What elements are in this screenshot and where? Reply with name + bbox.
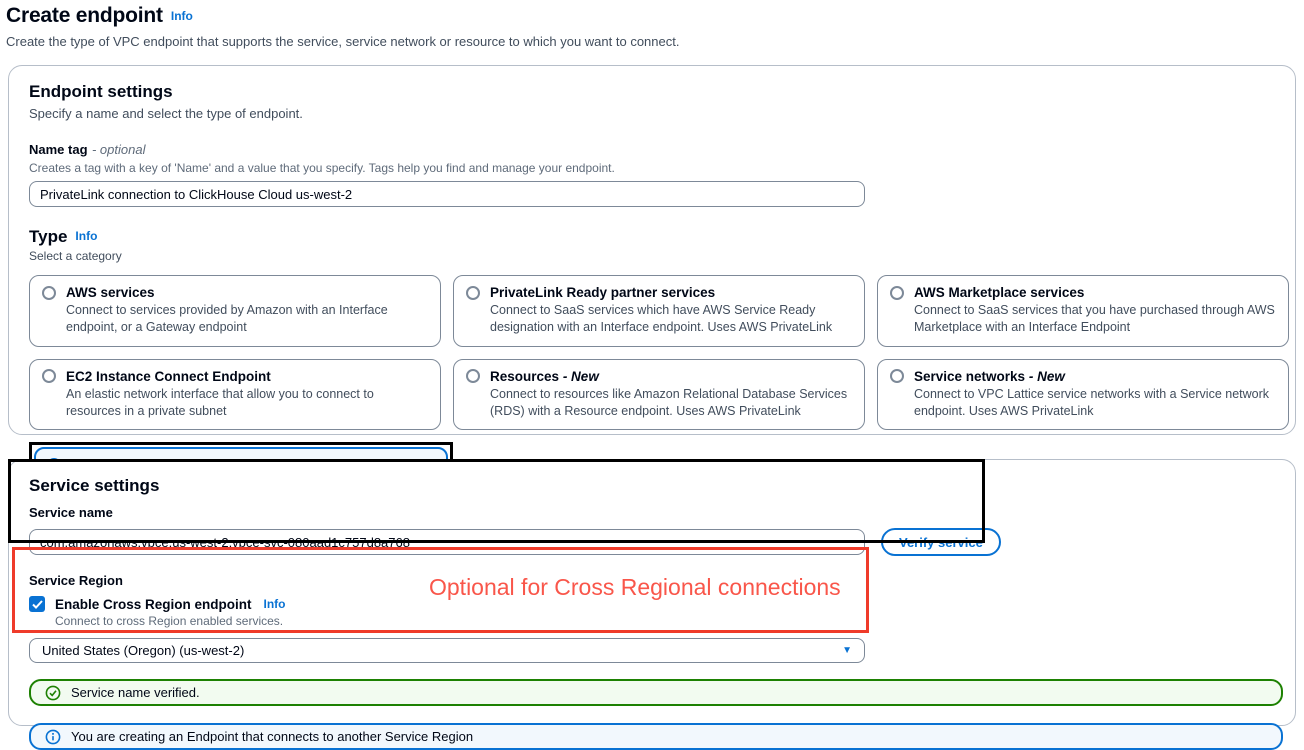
service-name-input[interactable] [29,529,865,555]
tile-service-networks[interactable]: Service networks - New Connect to VPC La… [877,358,1289,430]
service-verified-alert: Service name verified. [29,679,1283,706]
page-title: Create endpoint [6,4,163,27]
success-check-icon [45,685,61,701]
service-settings-heading: Service settings [29,476,160,495]
tile-privatelink-ready-partner-services[interactable]: PrivateLink Ready partner services Conne… [453,275,865,347]
new-badge: - New [562,368,599,384]
tile-title: Service networks - New [914,368,1065,384]
tile-title: AWS services [66,285,155,300]
radio-icon[interactable] [42,369,56,383]
page-header: Create endpoint Info Create the type of V… [4,4,1298,49]
tile-description: Connect to VPC Lattice service networks … [914,386,1270,418]
region-select[interactable]: United States (Oregon) (us-west-2) ▼ [29,638,865,663]
tile-description: Connect to resources like Amazon Relatio… [490,386,848,418]
name-tag-input[interactable] [29,181,865,207]
service-region-section: Service Region Enable Cross Region endpo… [29,572,1275,663]
service-name-field: Service name Verify service [29,504,1275,556]
new-badge: - New [1028,368,1065,384]
tile-title: Resources - New [490,368,599,384]
tile-resources[interactable]: Resources - New Connect to resources lik… [453,358,865,430]
cross-region-checkbox[interactable] [29,596,45,612]
endpoint-settings-heading: Endpoint settings [29,82,173,101]
endpoint-settings-card: Endpoint settings Specify a name and sel… [8,65,1296,558]
name-tag-field: Name tag - optional Creates a tag with a… [29,141,1275,207]
checkmark-icon [31,599,43,609]
type-description: Select a category [29,249,122,263]
chevron-down-icon: ▼ [842,645,852,656]
radio-icon[interactable] [890,369,904,383]
verify-service-button[interactable]: Verify service [881,528,1001,556]
tile-title: EC2 Instance Connect Endpoint [66,368,271,384]
name-tag-optional-label: - optional [91,142,146,157]
tile-aws-services[interactable]: AWS services Connect to services provide… [29,275,441,347]
tile-aws-marketplace-services[interactable]: AWS Marketplace services Connect to SaaS… [877,275,1289,347]
type-heading: Type [29,227,68,246]
page-title-info-link[interactable]: Info [170,9,193,23]
endpoint-settings-description: Specify a name and select the type of en… [29,106,303,121]
region-select-value: United States (Oregon) (us-west-2) [42,643,245,658]
page-description: Create the type of VPC endpoint that sup… [6,34,680,49]
radio-icon[interactable] [42,285,56,300]
radio-icon[interactable] [466,369,480,383]
tile-description: Connect to services provided by Amazon w… [66,303,388,335]
service-name-label: Service name [29,505,113,520]
info-circle-icon [45,729,61,745]
tile-title: PrivateLink Ready partner services [490,285,716,300]
info-alert-text: You are creating an Endpoint that connec… [71,729,474,744]
tile-description: An elastic network interface that allow … [66,386,374,418]
tile-description: Connect to SaaS services that you have p… [914,303,1275,335]
name-tag-label: Name tag [29,142,88,157]
tile-ec2-instance-connect-endpoint[interactable]: EC2 Instance Connect Endpoint An elastic… [29,358,441,430]
cross-region-annotation: Optional for Cross Regional connections [429,574,841,600]
name-tag-constraint: Creates a tag with a key of 'Name' and a… [29,161,615,175]
service-settings-card: Service settings Service name Verify ser… [8,459,1296,750]
tile-title: AWS Marketplace services [914,285,1085,300]
radio-icon[interactable] [890,285,904,300]
radio-icon[interactable] [466,285,480,300]
type-info-link[interactable]: Info [75,229,98,243]
service-region-label: Service Region [29,573,123,588]
success-alert-text: Service name verified. [71,685,200,700]
cross-region-info-link[interactable]: Info [263,597,286,611]
cross-region-description: Connect to cross Region enabled services… [55,614,284,628]
cross-region-checkbox-label: Enable Cross Region endpoint [55,596,252,612]
cross-region-info-alert: You are creating an Endpoint that connec… [29,723,1283,750]
tile-description: Connect to SaaS services which have AWS … [490,303,833,335]
